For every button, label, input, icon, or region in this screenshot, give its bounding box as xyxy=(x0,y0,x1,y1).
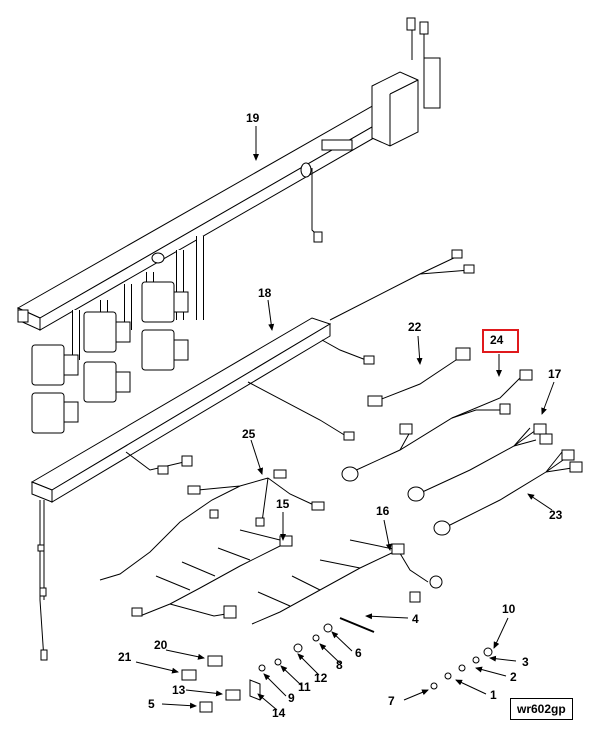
harness-25 xyxy=(99,469,325,581)
callout-1: 1 xyxy=(490,688,497,702)
callout-16: 16 xyxy=(376,504,390,518)
harness-15 xyxy=(131,529,293,619)
callout-13: 13 xyxy=(172,683,186,697)
callout-18: 18 xyxy=(258,286,272,300)
callout-19: 19 xyxy=(246,111,260,125)
cable-23 xyxy=(433,449,583,536)
callout-arrows xyxy=(135,126,555,711)
callout-24: 24 xyxy=(490,333,504,347)
callout-12: 12 xyxy=(314,671,328,685)
callout-25: 25 xyxy=(242,427,256,441)
callout-23: 23 xyxy=(549,508,563,522)
figure-id-label: wr602gp xyxy=(510,698,573,720)
callout-17: 17 xyxy=(548,367,562,381)
cable-22 xyxy=(367,347,471,407)
rail-19 xyxy=(16,17,441,331)
callout-2: 2 xyxy=(510,670,517,684)
rail-18 xyxy=(30,249,475,661)
callout-21: 21 xyxy=(118,650,132,664)
callout-10: 10 xyxy=(502,602,516,616)
highlight-box-24 xyxy=(482,329,519,353)
callout-6: 6 xyxy=(355,646,362,660)
callout-3: 3 xyxy=(522,655,529,669)
callout-11: 11 xyxy=(298,680,311,694)
motor-assemblies xyxy=(31,236,204,434)
callout-15: 15 xyxy=(276,497,290,511)
hardware-parts xyxy=(181,617,493,713)
callout-5: 5 xyxy=(148,697,155,711)
callout-7: 7 xyxy=(388,694,395,708)
cable-17 xyxy=(407,423,553,502)
cable-24 xyxy=(341,369,533,482)
callout-22: 22 xyxy=(408,320,422,334)
callout-20: 20 xyxy=(154,638,168,652)
callout-14: 14 xyxy=(272,706,286,720)
callout-9: 9 xyxy=(288,691,295,705)
harness-16 xyxy=(251,539,443,625)
callout-4: 4 xyxy=(412,612,419,626)
callout-8: 8 xyxy=(336,658,343,672)
